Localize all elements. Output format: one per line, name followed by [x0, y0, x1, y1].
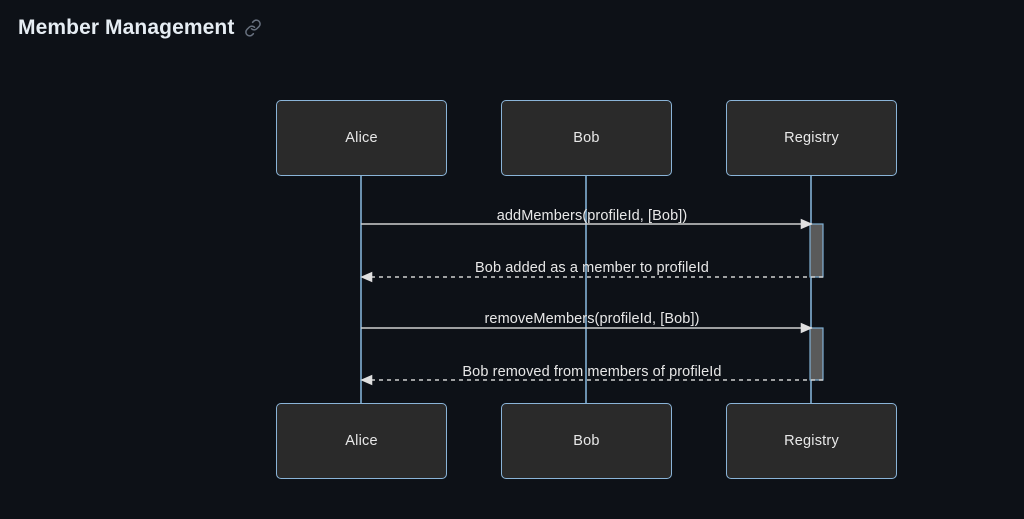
actor-label-registry: Registry: [784, 130, 839, 146]
actor-box-alice-top[interactable]: Alice: [276, 100, 447, 176]
activations-group: [809, 223, 824, 381]
activation-bar-registry-1: [809, 223, 824, 278]
actor-label-alice: Alice: [345, 433, 378, 449]
actor-label-registry: Registry: [784, 433, 839, 449]
actor-box-registry-top[interactable]: Registry: [726, 100, 897, 176]
actor-box-registry-bottom[interactable]: Registry: [726, 403, 897, 479]
messages-group: [360, 218, 823, 386]
activation-bar-registry-2: [809, 327, 824, 381]
diagram-svg: [360, 176, 824, 403]
page-header: Member Management: [18, 13, 262, 43]
actor-box-bob-bottom[interactable]: Bob: [501, 403, 672, 479]
message-label-4: Bob removed from members of profileId: [462, 364, 722, 380]
actor-box-alice-bottom[interactable]: Alice: [276, 403, 447, 479]
actor-label-alice: Alice: [345, 130, 378, 146]
message-label-1: addMembers(profileId, [Bob]): [496, 208, 688, 224]
page-title: Member Management: [18, 16, 235, 39]
actor-label-bob: Bob: [573, 130, 600, 146]
message-label-3: removeMembers(profileId, [Bob]): [484, 311, 700, 327]
link-icon[interactable]: [244, 19, 262, 37]
actor-label-bob: Bob: [573, 433, 600, 449]
message-label-2: Bob added as a member to profileId: [475, 260, 709, 276]
actor-box-bob-top[interactable]: Bob: [501, 100, 672, 176]
